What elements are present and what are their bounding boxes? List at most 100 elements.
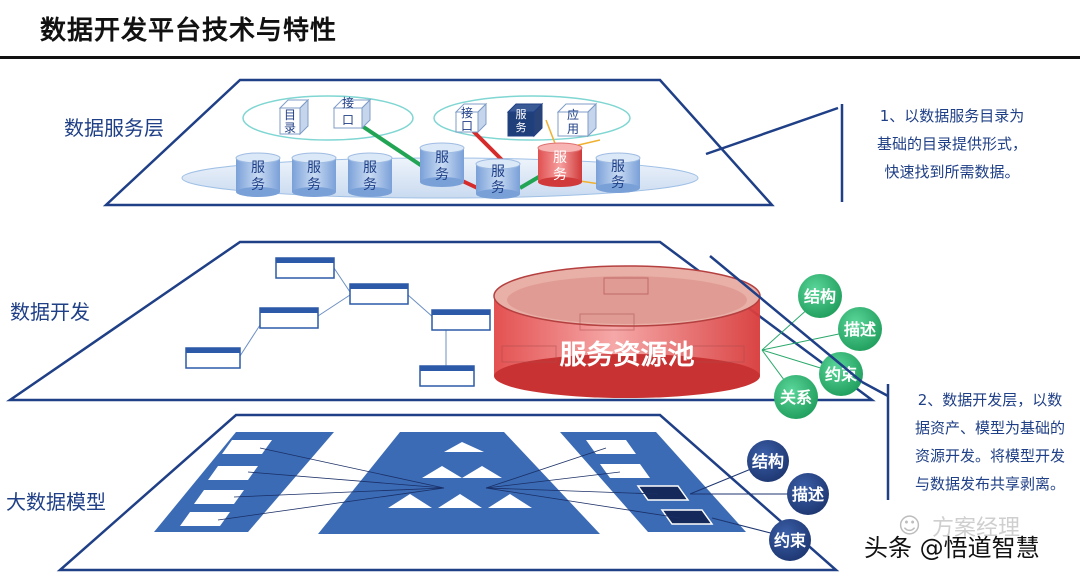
- dev-link-3: [407, 294, 435, 319]
- note-1-line-3: 快速找到所需数据。: [884, 163, 1020, 181]
- dev-tag-description: 描述: [838, 307, 882, 351]
- model-block-center: [318, 432, 600, 534]
- model-right-slot-3: [636, 485, 690, 501]
- cylinder-4: [419, 142, 465, 187]
- note-1: 1、以数据服务目录为 基础的目录提供形式， 快速找到所需数据。: [852, 102, 1052, 186]
- model-right-slot-4: [660, 509, 714, 525]
- cylinder-1: [235, 152, 281, 197]
- model-tri-6: [488, 494, 532, 508]
- model-left-slot-4: [180, 512, 230, 526]
- watermark: 头条 @悟道智慧: [864, 534, 1040, 562]
- box-application-char1: 应: [567, 107, 579, 122]
- note-1-line-1: 1、以数据服务目录为: [879, 107, 1025, 125]
- box-service-char1: 服: [516, 108, 527, 121]
- dev-tag-relation-label: 关系: [780, 388, 812, 407]
- model-tri-2: [422, 466, 462, 478]
- model-link-3: [233, 487, 445, 498]
- dev-tag-constraint-label: 约束: [825, 365, 858, 384]
- directory-ring-left: [242, 95, 414, 141]
- resource-pool: 服务资源池: [493, 265, 761, 398]
- model-block-right: [560, 432, 746, 532]
- cylinder-6-highlight: [537, 142, 583, 187]
- model-tri-5: [438, 494, 482, 508]
- model-block-left: [154, 432, 334, 532]
- note-1-line-2: 基础的目录提供形式，: [876, 135, 1027, 153]
- model-link-6: [485, 471, 621, 489]
- link-interface-red: [468, 126, 504, 162]
- note-2-line-1: 2、数据开发层，以数: [917, 391, 1063, 409]
- model-tri-3: [462, 466, 502, 478]
- model-tag-structure-label: 结构: [751, 452, 784, 471]
- model-tri-1: [444, 442, 484, 452]
- dev-entity-5: [185, 347, 241, 369]
- box-catalog-char2: 录: [284, 121, 296, 135]
- ray-3: [545, 119, 557, 147]
- note-2: 2、数据开发层，以数 据资产、模型为基础的 资源开发。将模型开发 与数据发布共享…: [900, 386, 1080, 498]
- dev-entity-1: [275, 257, 335, 279]
- note-2-line-4: 与数据发布共享剥离。: [914, 475, 1065, 493]
- model-tag-description: 描述: [787, 473, 829, 515]
- model-link-5: [485, 447, 607, 489]
- dev-tag-structure: 结构: [798, 274, 842, 318]
- cylinder-2-char1: 服: [307, 160, 321, 176]
- model-tag-description-label: 描述: [792, 485, 824, 504]
- dev-entity-4: [431, 309, 491, 331]
- dev-tag-constraint: 约束: [819, 352, 863, 396]
- callout-2-pointer-end: [861, 380, 889, 398]
- box-catalog-char1: 目: [284, 108, 296, 122]
- model-tag-constraint: 约束: [769, 519, 811, 561]
- cylinder-5-char2: 务: [491, 180, 505, 196]
- box-catalog: [278, 98, 310, 136]
- model-left-slot-2: [208, 466, 258, 480]
- cylinder-4-char2: 务: [435, 167, 449, 183]
- layer-label-service: 数据服务层: [64, 116, 164, 140]
- cylinder-3-char1: 服: [363, 160, 377, 176]
- model-left-slot-3: [194, 490, 244, 504]
- cylinder-2-char2: 务: [307, 177, 321, 193]
- box-interface-2-char1: 接: [461, 105, 473, 120]
- model-layer: 结构 描述 约束: [56, 413, 840, 572]
- cylinder-3: [347, 152, 393, 197]
- cylinder-1-char1: 服: [251, 160, 265, 176]
- dev-entity-3: [259, 307, 319, 329]
- box-interface-2-char2: 口: [461, 119, 473, 133]
- directory-ring-right: [433, 95, 631, 141]
- service-layer: 目 录 接 口 接 口 服 务 应 用: [102, 78, 775, 207]
- dev-layer: 服务资源池 结构 描述 约束 关系: [5, 240, 882, 419]
- page-title: 数据开发平台技术与特性: [40, 16, 338, 46]
- cylinder-2: [291, 152, 337, 197]
- model-link-4: [217, 487, 445, 521]
- note-2-line-2: 据资产、模型为基础的: [914, 419, 1065, 437]
- model-tag-structure: 结构: [747, 440, 789, 482]
- dev-link-1: [333, 267, 351, 293]
- box-interface-1: [332, 98, 372, 130]
- model-tri-4: [388, 494, 432, 508]
- dev-entity-6: [419, 365, 475, 387]
- model-tag-constraint-label: 约束: [774, 531, 807, 550]
- model-link-2: [247, 471, 445, 489]
- cylinder-6-char2: 务: [553, 167, 567, 183]
- dev-tag-description-label: 描述: [844, 320, 876, 339]
- cylinder-7-char2: 务: [611, 175, 625, 191]
- box-interface-2: [454, 102, 488, 134]
- dev-entity-2: [349, 283, 409, 305]
- layer-label-model: 大数据模型: [6, 490, 106, 514]
- cylinder-3-char2: 务: [363, 177, 377, 193]
- wechat-icon: ☺: [898, 514, 921, 539]
- model-link-8: [485, 487, 681, 519]
- resource-pool-label: 服务资源池: [560, 340, 695, 371]
- cylinder-1-char2: 务: [251, 177, 265, 193]
- callout-1-pointer: [705, 106, 839, 156]
- box-interface-1-char1: 接: [342, 95, 354, 110]
- cylinder-6-char1: 服: [553, 150, 567, 166]
- callout-2-pointer: [709, 255, 863, 383]
- cylinder-5-char1: 服: [491, 164, 505, 180]
- cylinder-4-char1: 服: [435, 150, 449, 166]
- title-divider: [0, 56, 1080, 59]
- layer-label-dev: 数据开发: [10, 300, 90, 324]
- watermark-faint: 方案经理: [932, 516, 1021, 541]
- box-application: [556, 102, 598, 138]
- box-interface-1-char2: 口: [342, 113, 354, 127]
- box-service-dark: [506, 102, 544, 138]
